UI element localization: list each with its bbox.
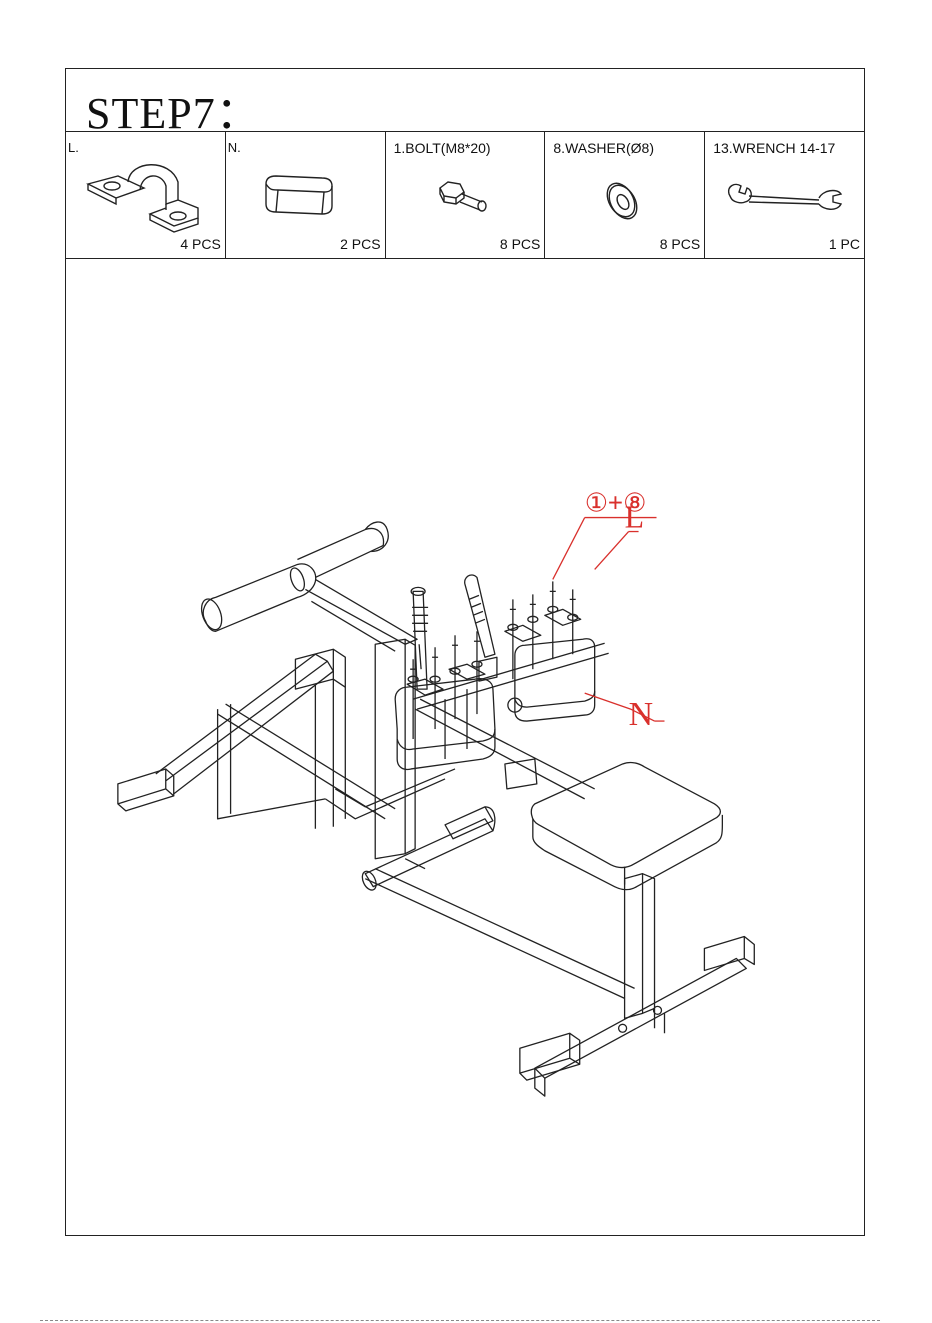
part-qty: 8 PCS xyxy=(660,236,700,252)
title-row: STEP7： xyxy=(66,69,864,132)
part-qty: 8 PCS xyxy=(500,236,540,252)
callout-pad-n: N xyxy=(629,696,654,733)
instruction-frame: STEP7： L. 4 PCS N. xyxy=(65,68,865,1236)
assembly-drawing: ①+⑧ L N xyxy=(66,259,864,1235)
part-qty: 2 PCS xyxy=(340,236,380,252)
part-cell-l: L. 4 PCS xyxy=(66,132,226,258)
part-cell-washer: 8.WASHER(Ø8) 8 PCS xyxy=(545,132,705,258)
part-cell-n: N. 2 PCS xyxy=(226,132,386,258)
part-qty: 4 PCS xyxy=(180,236,220,252)
part-qty: 1 PC xyxy=(829,236,860,252)
part-cell-wrench: 13.WRENCH 14-17 1 PC xyxy=(705,132,864,258)
parts-list: L. 4 PCS N. xyxy=(66,132,864,259)
callout-line-clamp xyxy=(595,532,629,570)
callout-line-bolt xyxy=(553,518,585,580)
part-cell-bolt: 1.BOLT(M8*20) 8 PCS xyxy=(386,132,546,258)
callout-clamp-l: L xyxy=(625,500,645,535)
page-bottom-rule xyxy=(40,1320,880,1321)
